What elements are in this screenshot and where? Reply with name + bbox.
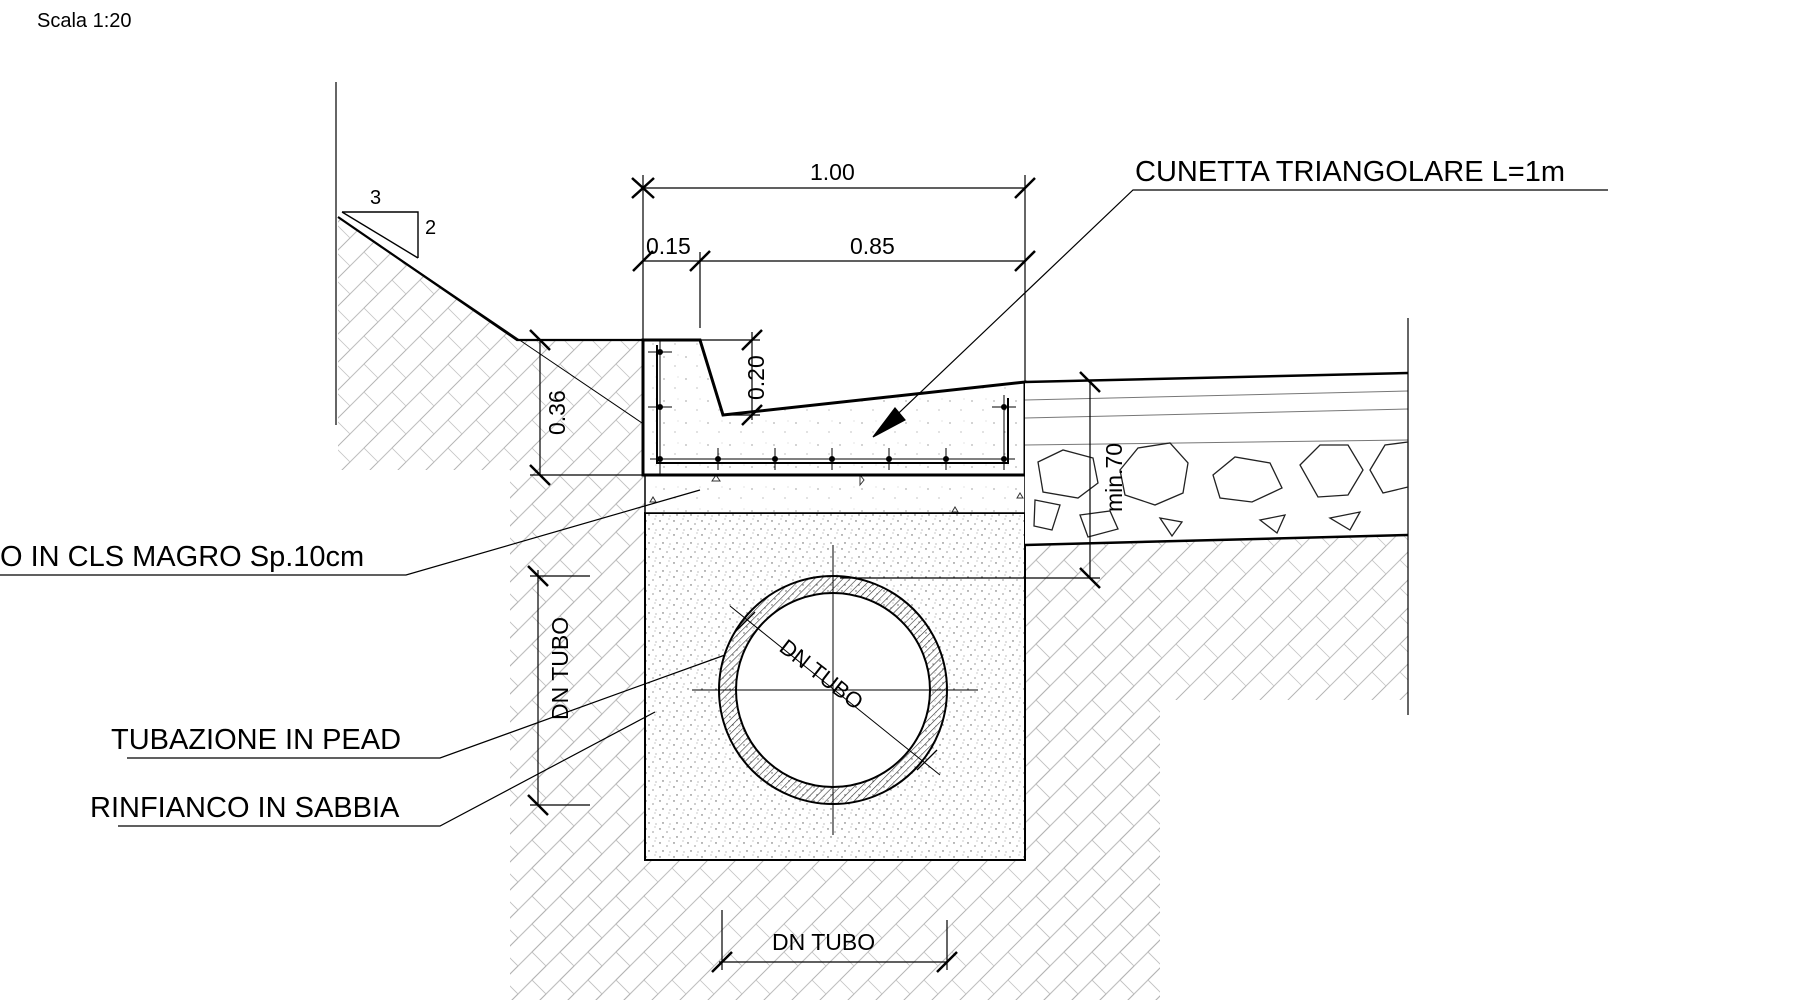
road-pavement xyxy=(1024,318,1409,715)
callout-tubazione: TUBAZIONE IN PEAD xyxy=(111,724,401,756)
dim-total-width: 1.00 xyxy=(810,159,855,185)
dimension-texts: 1.00 0.15 0.85 0.20 0.36 min.70 DN TUBO … xyxy=(544,159,1127,955)
callout-rinfianco: RINFIANCO IN SABBIA xyxy=(90,792,400,824)
callouts xyxy=(0,189,1608,827)
callout-texts: CUNETTA TRIANGOLARE L=1m O IN CLS MAGRO … xyxy=(0,156,1565,824)
pipe-pead: DN TUBO xyxy=(692,545,978,835)
cunetta-channel xyxy=(641,338,1027,477)
dim-min-cover: min.70 xyxy=(1101,443,1127,512)
callout-magrone: O IN CLS MAGRO Sp.10cm xyxy=(0,541,364,573)
slope-vertical: 2 xyxy=(425,217,436,239)
dim-right-part: 0.85 xyxy=(850,233,895,259)
dim-trench-width: DN TUBO xyxy=(772,929,875,955)
embankment xyxy=(335,82,646,426)
scale-note: Scala 1:20 xyxy=(37,10,132,32)
dim-pipe-height: DN TUBO xyxy=(547,617,573,720)
dimension-lines xyxy=(527,175,1101,973)
slope-symbol: 3 2 xyxy=(341,187,436,259)
dim-left-part: 0.15 xyxy=(646,233,691,259)
dim-channel-depth: 0.20 xyxy=(743,355,769,400)
lean-concrete-layer xyxy=(644,473,1026,514)
dim-ditch-height: 0.36 xyxy=(544,390,570,435)
slope-horizontal: 3 xyxy=(370,187,381,209)
callout-cunetta: CUNETTA TRIANGOLARE L=1m xyxy=(1135,156,1565,188)
